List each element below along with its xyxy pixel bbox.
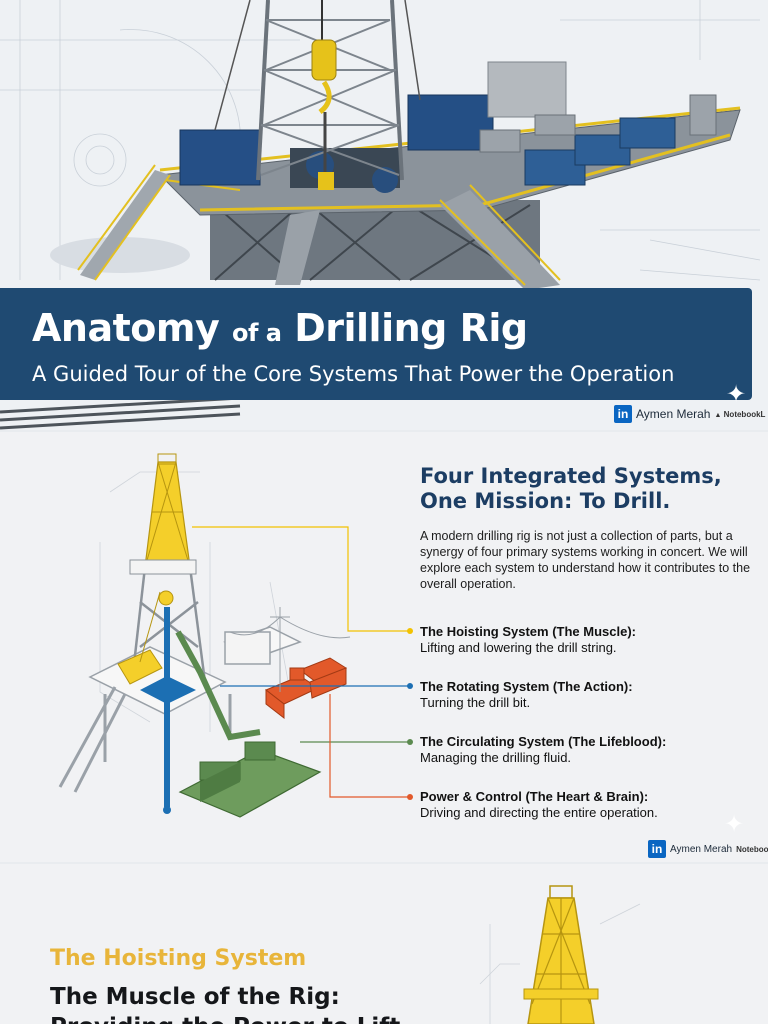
linkedin-icon: in <box>648 840 666 858</box>
system-item-circulating: The Circulating System (The Lifeblood): … <box>420 734 760 766</box>
system-item-hoisting: The Hoisting System (The Muscle): Liftin… <box>420 624 760 656</box>
section-intro: A modern drilling rig is not just a coll… <box>420 529 751 591</box>
system-title: The Rotating System (The Action): <box>420 679 633 694</box>
system-title: The Hoisting System (The Muscle): <box>420 624 636 639</box>
system-description: Lifting and lowering the drill string. <box>420 640 617 655</box>
author-name: Aymen Merah <box>636 407 711 421</box>
linkedin-icon: in <box>614 405 632 423</box>
hoisting-derrick-illustration <box>479 885 641 1024</box>
title-banner <box>0 288 752 400</box>
system-description: Turning the drill bit. <box>420 695 531 710</box>
author-credit[interactable]: in Aymen Merah ▲ NotebookL <box>614 405 765 423</box>
drilling-rig-illustration <box>0 0 741 430</box>
title-word-anatomy: Anatomy <box>32 306 220 350</box>
title-word-of-a: of a <box>231 319 282 347</box>
notebook-brand-label: NotebookL <box>723 409 766 419</box>
section-heading: Four Integrated Systems, One Mission: To… <box>420 464 722 513</box>
slide-hoisting: The Hoisting System The Muscle of the Ri… <box>0 864 768 1024</box>
author-credit[interactable]: in Aymen Merah NotebookL <box>648 840 768 858</box>
system-item-rotating: The Rotating System (The Action): Turnin… <box>420 679 760 711</box>
slide-title: Anatomy of a Drilling Rig A Guided Tour … <box>0 0 768 430</box>
section-title: The Muscle of the Rig: Providing the Pow… <box>50 984 400 1024</box>
sparkle-icon: ✦ <box>726 380 747 408</box>
notebook-brand: ▲ NotebookL <box>714 410 765 419</box>
page-title: Anatomy of a Drilling Rig <box>32 306 528 350</box>
page-subtitle: A Guided Tour of the Core Systems That P… <box>32 362 675 386</box>
title-word-drilling-rig: Drilling Rig <box>294 306 528 350</box>
notebook-brand-label: NotebookL <box>736 844 768 854</box>
author-name: Aymen Merah <box>670 843 733 855</box>
system-item-power-control: Power & Control (The Heart & Brain): Dri… <box>420 789 760 821</box>
systems-diagram <box>58 453 413 818</box>
system-description: Driving and directing the entire operati… <box>420 805 658 820</box>
system-title: Power & Control (The Heart & Brain): <box>420 789 649 804</box>
system-title: The Circulating System (The Lifeblood): <box>420 734 667 749</box>
system-description: Managing the drilling fluid. <box>420 750 572 765</box>
blueprint-background <box>0 0 761 281</box>
notebook-logo-icon: ▲ <box>714 411 722 419</box>
sparkle-icon: ✦ <box>724 810 745 838</box>
slide-overview: Four Integrated Systems, One Mission: To… <box>0 432 768 862</box>
section-kicker: The Hoisting System <box>50 946 307 971</box>
